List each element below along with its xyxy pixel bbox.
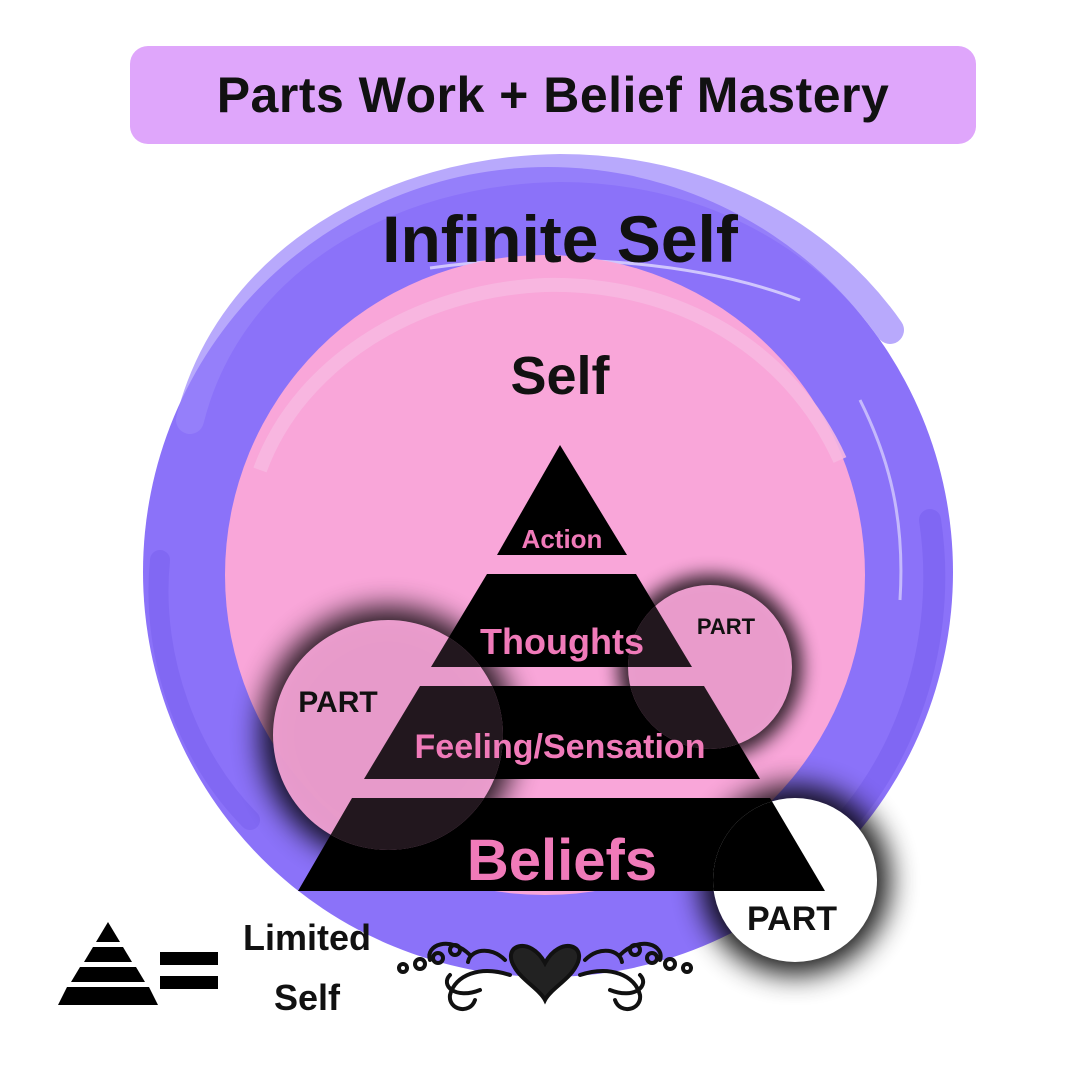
pyramid-label-thoughts: Thoughts <box>480 621 644 662</box>
part-label-left: PART <box>298 686 377 719</box>
heart-swirl-ornament-icon <box>397 941 693 1011</box>
title-banner: Parts Work + Belief Mastery <box>130 46 976 144</box>
part-circle-left <box>273 620 503 850</box>
infinite-self-label: Infinite Self <box>382 202 739 276</box>
self-label: Self <box>510 346 610 406</box>
part-label-bottom-right: PART <box>747 900 837 938</box>
pyramid-level-thoughts <box>431 574 692 667</box>
part-label-right-upper: PART <box>697 614 756 639</box>
legend-self: Self <box>274 977 341 1018</box>
legend-limited: Limited <box>243 917 371 958</box>
pyramid-label-action: Action <box>522 524 603 554</box>
pyramid-icon <box>58 922 158 1005</box>
pyramid-level-action <box>497 445 627 555</box>
pyramid-label-beliefs: Beliefs <box>467 828 657 893</box>
pyramid-label-feeling: Feeling/Sensation <box>415 728 706 766</box>
page-title: Parts Work + Belief Mastery <box>216 67 890 123</box>
equals-sign-icon <box>160 952 218 989</box>
